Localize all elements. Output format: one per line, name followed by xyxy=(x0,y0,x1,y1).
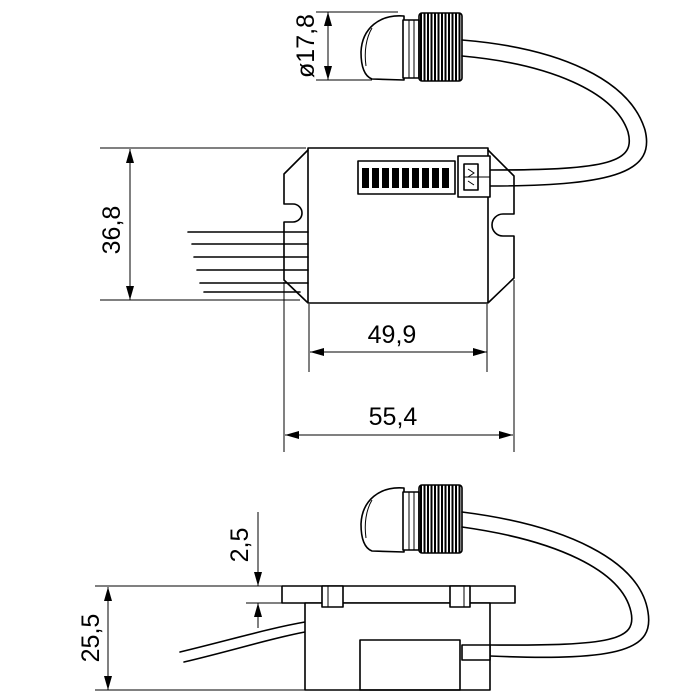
lead-wires xyxy=(187,231,309,293)
dome-highlight xyxy=(364,27,373,67)
sensor-dome xyxy=(360,487,405,553)
cable-outer-edge xyxy=(461,511,650,659)
arrowhead xyxy=(104,676,112,690)
dimension-overall-width: 55,4 xyxy=(283,280,515,452)
dimension-body-width: 49,9 xyxy=(308,304,488,372)
arrowhead xyxy=(126,149,134,163)
mounting-flange xyxy=(281,585,516,604)
dip-switch-block xyxy=(357,160,456,195)
dimension-diameter: ø17,8 xyxy=(292,11,398,81)
lead-cable-edge xyxy=(183,631,306,663)
cable-inner-edge xyxy=(461,55,630,171)
left-mounting-tab xyxy=(283,149,309,303)
arrowhead xyxy=(324,66,332,80)
arrowhead xyxy=(254,572,262,586)
sensor-dome xyxy=(360,15,405,81)
right-mounting-tab xyxy=(487,149,515,303)
dimension-label-flange-thickness: 2,5 xyxy=(226,528,254,563)
sensor-ring xyxy=(402,19,420,79)
cable-connector xyxy=(461,644,491,661)
connector-clamp-detail xyxy=(464,168,490,186)
housing-side-view xyxy=(281,585,516,691)
arrowhead xyxy=(104,587,112,601)
arrowhead xyxy=(285,431,299,439)
housing-body xyxy=(307,147,489,304)
knurled-nut xyxy=(418,484,463,554)
snap-clip xyxy=(449,585,471,608)
lead-cable-edge xyxy=(179,621,306,653)
dimension-label-overall-width: 55,4 xyxy=(369,403,418,431)
arrowhead xyxy=(310,348,324,356)
housing-body xyxy=(304,602,491,691)
sensor-head xyxy=(360,12,463,82)
dimension-body-height: 36,8 xyxy=(98,147,306,301)
arrowhead xyxy=(324,12,332,26)
dome-highlight xyxy=(364,499,373,539)
dimension-label-overall-height: 25,5 xyxy=(77,614,105,663)
dimension-flange-thickness: 2,5 xyxy=(226,512,282,628)
arrowhead xyxy=(473,348,487,356)
knurled-nut xyxy=(418,12,463,82)
dimension-label-diameter: ø17,8 xyxy=(292,14,320,78)
dimension-overall-height: 25,5 xyxy=(77,585,305,691)
top-view: ø17,8 36,8 49,9 55,4 xyxy=(98,11,648,452)
internal-component xyxy=(359,639,461,691)
sensor-ring xyxy=(402,491,420,551)
cable-inner-edge xyxy=(461,526,633,646)
dimension-label-body-width: 49,9 xyxy=(368,321,417,349)
arrowhead xyxy=(499,431,513,439)
cable-outer-edge xyxy=(461,39,648,187)
snap-clip xyxy=(321,585,344,608)
arrowhead xyxy=(254,603,262,617)
housing-top-view xyxy=(283,147,515,304)
arrowhead xyxy=(126,286,134,300)
side-view: 2,5 25,5 xyxy=(77,484,650,691)
sensor-head xyxy=(360,484,463,554)
dimension-label-body-height: 36,8 xyxy=(98,206,126,255)
